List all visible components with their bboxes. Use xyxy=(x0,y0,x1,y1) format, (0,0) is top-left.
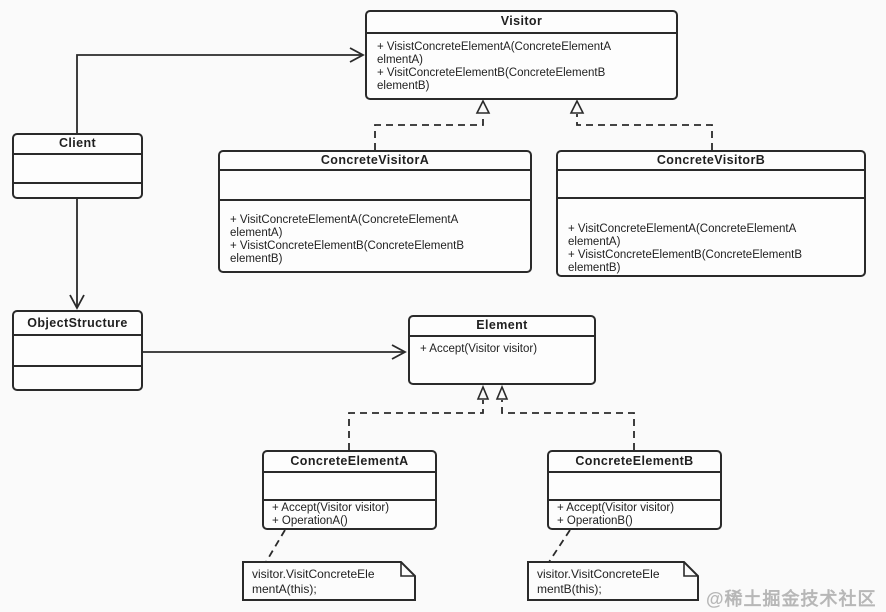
note-concreteelementb-text: visitor.VisitConcreteEle mentB(this); xyxy=(537,567,660,596)
class-visitor-title: Visitor xyxy=(500,14,543,29)
class-client-title: Client xyxy=(58,136,97,151)
realization-concretevisitora-visitor xyxy=(374,99,491,150)
class-concretevisitora-attributes-compartment xyxy=(220,169,530,199)
class-concreteelementa-title: ConcreteElementA xyxy=(290,453,409,468)
class-element: Element + Accept(Visitor visitor) xyxy=(408,315,596,385)
class-client-attributes-compartment xyxy=(14,153,141,182)
class-client-operations-compartment xyxy=(14,182,141,197)
class-element-title: Element xyxy=(476,318,528,333)
class-concreteelementa-methods: + Accept(Visitor visitor) + OperationA() xyxy=(264,499,435,528)
class-concreteelementb: ConcreteElementB + Accept(Visitor visito… xyxy=(547,450,722,530)
note-anchor-concreteelementa xyxy=(265,529,286,563)
class-concretevisitora-methods: + VisitConcreteElementA(ConcreteElementA… xyxy=(220,199,530,271)
realization-concreteelementa-element xyxy=(348,384,490,450)
class-client: Client xyxy=(12,133,143,199)
realization-concreteelementb-element xyxy=(495,384,635,450)
class-concreteelementb-title: ConcreteElementB xyxy=(575,453,694,468)
class-visitor: Visitor + VisistConcreteElementA(Concret… xyxy=(365,10,678,100)
class-objectstructure: ObjectStructure xyxy=(12,310,143,391)
association-client-objectstructure xyxy=(69,199,85,310)
association-client-visitor xyxy=(76,47,365,133)
class-concretevisitorb: ConcreteVisitorB + VisitConcreteElementA… xyxy=(556,150,866,277)
class-concretevisitora: ConcreteVisitorA + VisitConcreteElementA… xyxy=(218,150,532,273)
class-concreteelementb-methods: + Accept(Visitor visitor) + OperationB() xyxy=(549,499,720,528)
class-concreteelementb-attributes-compartment xyxy=(549,471,720,499)
class-concreteelementa: ConcreteElementA + Accept(Visitor visito… xyxy=(262,450,437,530)
watermark-text: @稀土掘金技术社区 xyxy=(706,589,877,609)
class-visitor-methods: + VisistConcreteElementA(ConcreteElement… xyxy=(367,32,676,98)
note-a-shape xyxy=(242,561,416,601)
association-objectstructure-element xyxy=(143,344,407,360)
note-concreteelementa-text: visitor.VisitConcreteEle mentA(this); xyxy=(252,567,375,596)
class-objectstructure-title: ObjectStructure xyxy=(27,315,128,330)
class-concretevisitora-title: ConcreteVisitorA xyxy=(320,152,430,167)
class-concretevisitorb-attributes-compartment xyxy=(558,169,864,197)
note-b-shape xyxy=(527,561,699,601)
class-element-methods: + Accept(Visitor visitor) xyxy=(410,335,594,383)
class-concreteelementa-attributes-compartment xyxy=(264,471,435,499)
class-objectstructure-attributes-compartment xyxy=(14,334,141,365)
class-concretevisitorb-methods: + VisitConcreteElementA(ConcreteElementA… xyxy=(558,197,864,275)
realization-concretevisitorb-visitor xyxy=(569,99,713,150)
class-concretevisitorb-title: ConcreteVisitorB xyxy=(656,152,766,167)
class-objectstructure-operations-compartment xyxy=(14,365,141,389)
note-anchor-concreteelementb xyxy=(548,529,571,563)
